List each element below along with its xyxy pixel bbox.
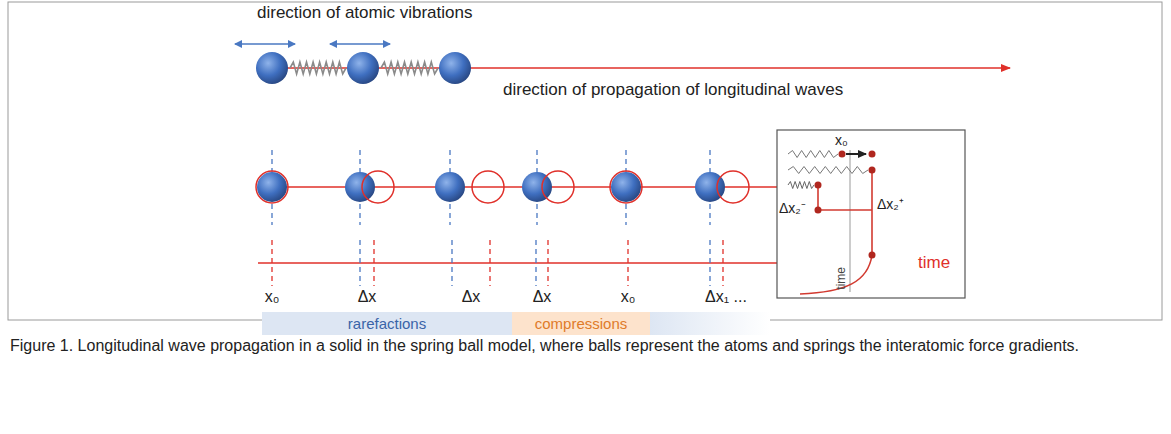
axis-label: time [918,253,950,273]
spring-coil [788,151,838,158]
atom-ball [256,52,288,84]
rarefaction-band: rarefactions [262,312,512,335]
displacement-label: Δx₁ ... [705,288,747,306]
displacement-label: Δx [462,288,481,306]
spring-coil [381,62,438,74]
figure-caption: Figure 1. Longitudinal wave propagation … [10,334,1160,357]
atom-ball [439,52,471,84]
inset-dot [869,151,876,158]
vibration-arrow [235,43,295,45]
inset-frame [777,130,965,298]
figure-frame [8,2,1162,320]
node-text: rarefactions [348,315,426,332]
spring-coil [788,167,868,174]
inset-dots [815,167,876,259]
fade-band [650,312,770,335]
node-text: time [835,267,849,290]
inset-box: x₀ Δx₂⁻ Δx₂⁺ time [777,130,965,298]
inset-trace [800,170,872,294]
displacement-label: Δx [533,288,552,306]
displaced-atoms [257,172,725,202]
direction-label: direction of atomic vibrations [257,3,472,23]
displacement-arrow [846,153,866,155]
displacement-label: Δx [358,288,377,306]
spring-coil [290,62,346,74]
inset-dot [839,151,846,158]
atom-ball [347,52,379,84]
position-label: x₀ [621,288,636,306]
node-text: compressions [535,315,628,332]
node-text: Δx₂⁻ [779,200,806,216]
node-text: x₀ [835,132,848,148]
compression-band: compressions [512,312,650,335]
spring-coil [788,182,814,189]
vibration-arrow [330,43,390,45]
inset-springs [788,151,868,189]
direction-label: direction of propagation of longitudinal… [503,80,843,100]
reference-circles [256,171,749,203]
time-dashes [272,240,723,286]
node-text: Δx₂⁺ [877,196,904,212]
position-label: x₀ [265,288,280,306]
